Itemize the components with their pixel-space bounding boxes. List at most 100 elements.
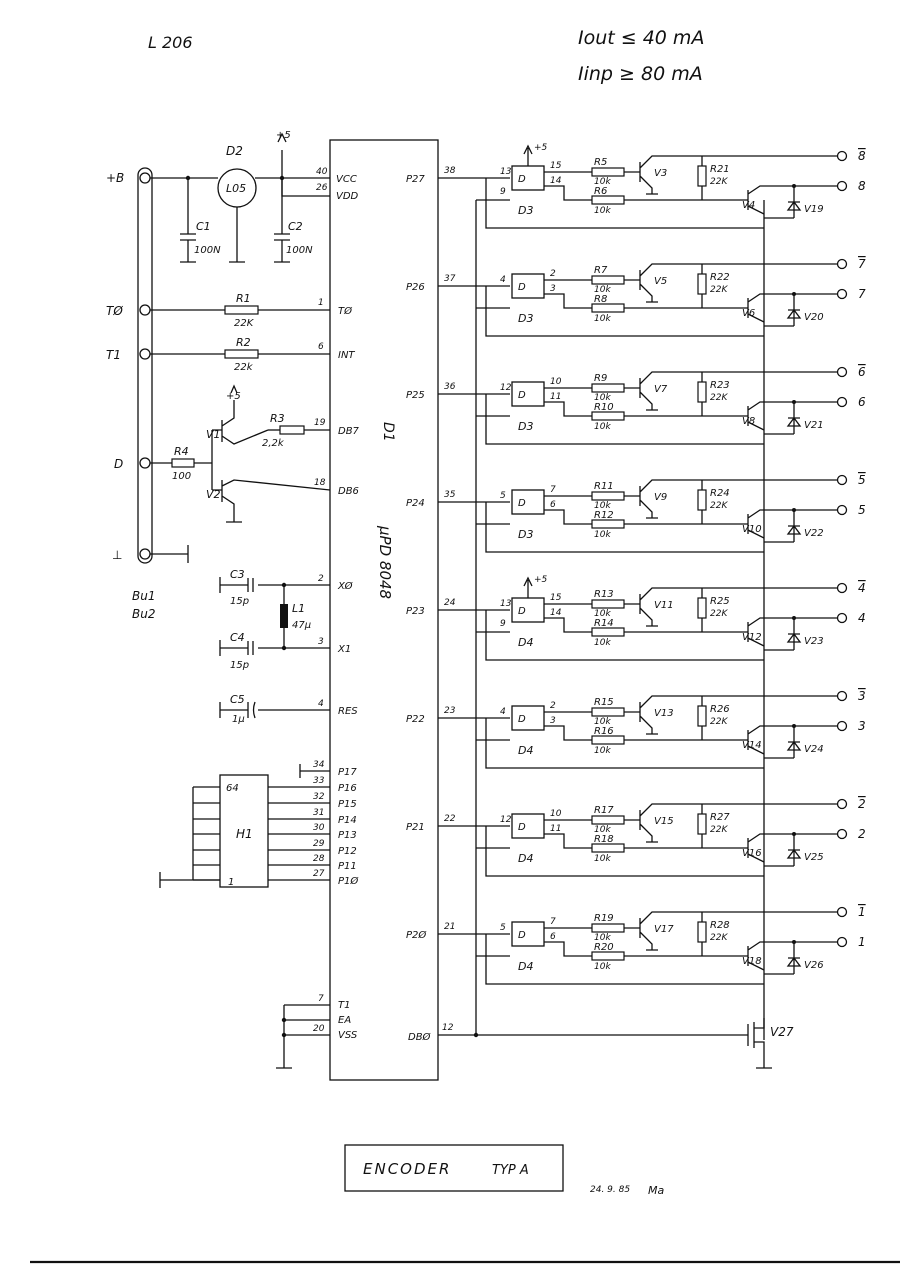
channel-8-out-pin-a: 7: [550, 917, 556, 927]
channel-2-rpull: [697, 273, 707, 295]
channel-5-out-label: 4: [858, 611, 866, 625]
channel-6-terminal: [836, 720, 848, 732]
channel-4-vout-label: V10: [742, 524, 762, 535]
channel-8-ra: [591, 923, 625, 933]
d1-pin-label-t1: T1: [338, 1000, 350, 1011]
channel-8-rpull: [697, 921, 707, 943]
channel-8-diode-label: V26: [804, 960, 824, 971]
channel-4-gate-name: D3: [518, 528, 533, 541]
channel-8-ra-value: 10k: [594, 933, 611, 943]
channel-2-vin-label: V5: [654, 276, 667, 287]
channel-1-rpull-value: 22K: [710, 177, 728, 187]
channel-8-vout: [747, 941, 840, 971]
channel-3-rb-label: R10: [594, 402, 614, 413]
c3-value: 15p: [230, 596, 249, 607]
d1-pin-num-p17: 34: [313, 760, 325, 770]
channel-5-terminal-bar: [836, 582, 848, 594]
channel-1-diode-label: V19: [804, 204, 824, 215]
d1-pin-num-vdd: 26: [316, 183, 328, 193]
channel-5-rb-label: R14: [594, 618, 614, 629]
channel-7-loop: [476, 826, 764, 877]
c2-value: 100N: [286, 245, 313, 256]
channel-7-gate: [511, 813, 545, 839]
channel-1-rb-value: 10k: [594, 206, 611, 216]
c1-value: 100N: [194, 245, 221, 256]
connector-label-bu1: Bu1: [132, 589, 155, 603]
channel-1-vin: [639, 155, 840, 195]
channel-6-vout: [747, 725, 840, 755]
channel-2-ra-value: 10k: [594, 285, 611, 295]
channel-1-diode-dot: [792, 184, 796, 188]
channel-4-rpull-label: R24: [710, 488, 730, 499]
channel-1-rb-label: R6: [594, 186, 607, 197]
channel-6-vin-label: V13: [654, 708, 674, 719]
channel-8-terminal-bar: [836, 906, 848, 918]
l1-inductor: [280, 585, 288, 648]
channel-3-loop: [476, 394, 764, 445]
channel-7-in-pin-a: 12: [500, 815, 512, 825]
channel-3-gate: [511, 381, 545, 407]
channel-8-vout-label: V18: [742, 956, 762, 967]
channel-7-gate-d: D: [518, 822, 526, 833]
drawing-initials: Ma: [648, 1184, 664, 1197]
channel-1-supply-arrow: [523, 144, 533, 166]
d1-pin-label-db7: DB7: [338, 426, 360, 437]
channel-6-rpull: [697, 705, 707, 727]
channel-3-out-bar-label: 6: [858, 365, 866, 379]
channel-6-out-lines: [544, 711, 748, 741]
channel-8-out-bar-label: 1: [858, 905, 866, 919]
channel-8-terminal: [836, 936, 848, 948]
l1-label: L1: [292, 602, 305, 615]
terminal-t0: TØ: [106, 304, 123, 318]
d1-pin-num-int: 6: [318, 342, 324, 352]
terminal-d: D: [114, 457, 123, 471]
channel-4-rb: [591, 519, 625, 529]
channel-3-out-label: 6: [858, 395, 866, 409]
r4-label: R4: [174, 445, 189, 458]
d1-pin-label-x1: X1: [337, 644, 351, 655]
channel-4-out-label: 5: [858, 503, 866, 517]
channel-2-vout-label: V6: [742, 308, 755, 319]
channel-7-ra-label: R17: [594, 805, 614, 816]
channel-2-ra-label: R7: [594, 265, 608, 276]
channel-6-vin: [639, 695, 840, 735]
channel-6-in-pin-a: 4: [500, 707, 506, 717]
r2-label: R2: [236, 336, 251, 349]
channel-8-out-label: 1: [858, 935, 866, 949]
channel-7-out-bar-label: 2: [858, 797, 866, 811]
channel-5-out-pin-b: 14: [550, 608, 562, 618]
d1-pin-label-p10: P1Ø: [338, 875, 359, 887]
channel-5-diode: [764, 618, 802, 651]
c3-label: C3: [230, 568, 245, 581]
channel-3-diode-dot: [792, 400, 796, 404]
channel-3-terminal-bar: [836, 366, 848, 378]
l1-value: 47μ: [292, 620, 311, 631]
channel-1-gate-name: D3: [518, 204, 533, 217]
channel-2-in-pin-a: 4: [500, 275, 506, 285]
channel-8-vin-label: V17: [654, 924, 674, 935]
channel-8-vin: [639, 911, 840, 951]
title-type: TYP A: [492, 1163, 529, 1178]
channel-6-diode: [764, 726, 802, 759]
d2-regulator: [217, 168, 257, 263]
c4-label: C4: [230, 631, 245, 644]
channel-6-out-pin-b: 3: [550, 716, 556, 726]
channel-4-out-lines: [544, 495, 748, 525]
channel-3-vout-label: V8: [742, 416, 755, 427]
channel-4-ra-value: 10k: [594, 501, 611, 511]
channel-4-vin-label: V9: [654, 492, 667, 503]
v1-label: V1: [206, 428, 221, 441]
channel-6-diode-dot: [792, 724, 796, 728]
channel-3-diode-label: V21: [804, 420, 824, 431]
d1-pin-label-p15: P15: [338, 799, 357, 810]
channel-6-pin-num: 23: [444, 706, 456, 716]
d1-type: μPD 8048: [376, 525, 394, 599]
channel-2-diode-dot: [792, 292, 796, 296]
channel-4-rpull: [697, 489, 707, 511]
channel-6-out-pin-a: 2: [550, 701, 556, 711]
channel-7-vout-label: V16: [742, 848, 762, 859]
channel-7-out-lines: [544, 819, 748, 849]
channel-1-terminal: [836, 180, 848, 192]
channel-4-rpull-value: 22K: [710, 501, 728, 511]
